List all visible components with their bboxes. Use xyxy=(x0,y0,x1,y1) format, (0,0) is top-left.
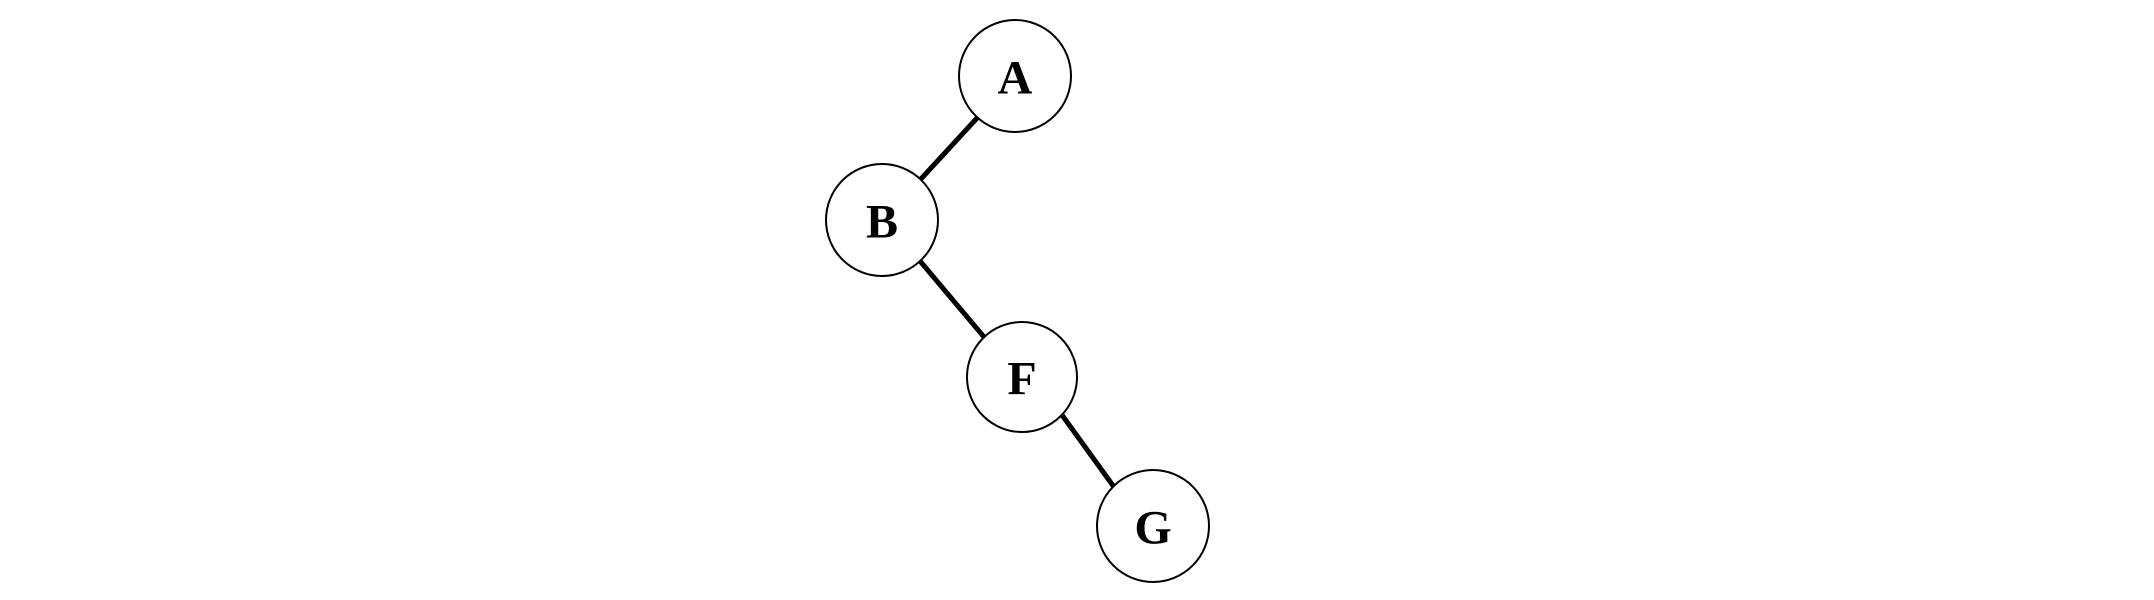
edge-b-f[interactable] xyxy=(918,259,986,339)
node-a-circle[interactable] xyxy=(958,19,1072,133)
node-a-label: A xyxy=(998,52,1033,105)
node-b-label: B xyxy=(866,196,898,249)
node-b[interactable]: B xyxy=(825,163,939,277)
node-f-circle[interactable] xyxy=(966,321,1078,433)
node-layer: A B F G xyxy=(825,19,1210,583)
node-b-circle[interactable] xyxy=(825,163,939,277)
edge-f-g[interactable] xyxy=(1059,413,1117,489)
node-g-circle[interactable] xyxy=(1096,469,1210,583)
node-g-label: G xyxy=(1134,502,1171,555)
node-g[interactable]: G xyxy=(1096,469,1210,583)
node-f[interactable]: F xyxy=(966,321,1078,433)
edge-a-b[interactable] xyxy=(918,115,980,182)
node-f-label: F xyxy=(1007,353,1036,406)
node-a[interactable]: A xyxy=(958,19,1072,133)
edge-layer xyxy=(918,115,1117,489)
